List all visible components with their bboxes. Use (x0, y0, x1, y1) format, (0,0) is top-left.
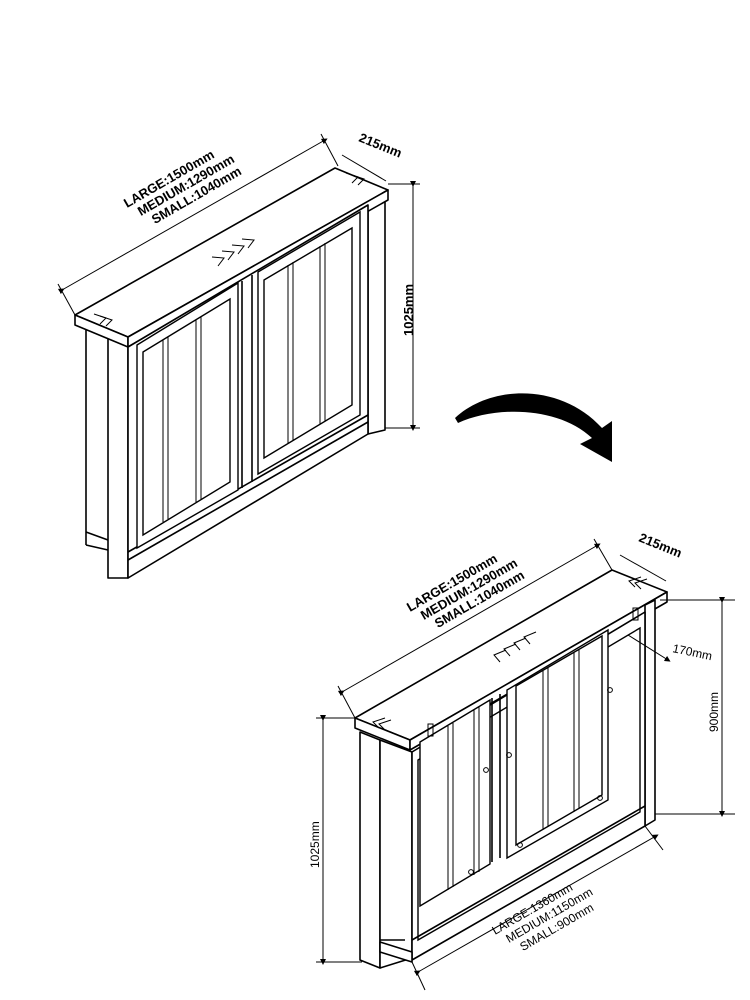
bottom-cabinet-rear-view (316, 538, 735, 991)
top-height-label: 1025mm (401, 284, 416, 336)
bottom-depth-label: 215mm (637, 530, 684, 561)
top-width-labels: LARGE:1500mm MEDIUM:1290mm SMALL:1040mm (121, 147, 244, 227)
curved-arrow-icon (455, 393, 612, 462)
bottom-width-labels: LARGE:1500mm MEDIUM:1290mm SMALL:1040mm (404, 551, 527, 631)
bottom-height-label: 1025mm (308, 821, 322, 868)
bottom-inner-height-label: 900mm (707, 692, 721, 732)
bottom-inner-depth-label: 170mm (671, 641, 713, 663)
top-cabinet-front-view (57, 133, 420, 579)
top-depth-label: 215mm (357, 130, 404, 161)
